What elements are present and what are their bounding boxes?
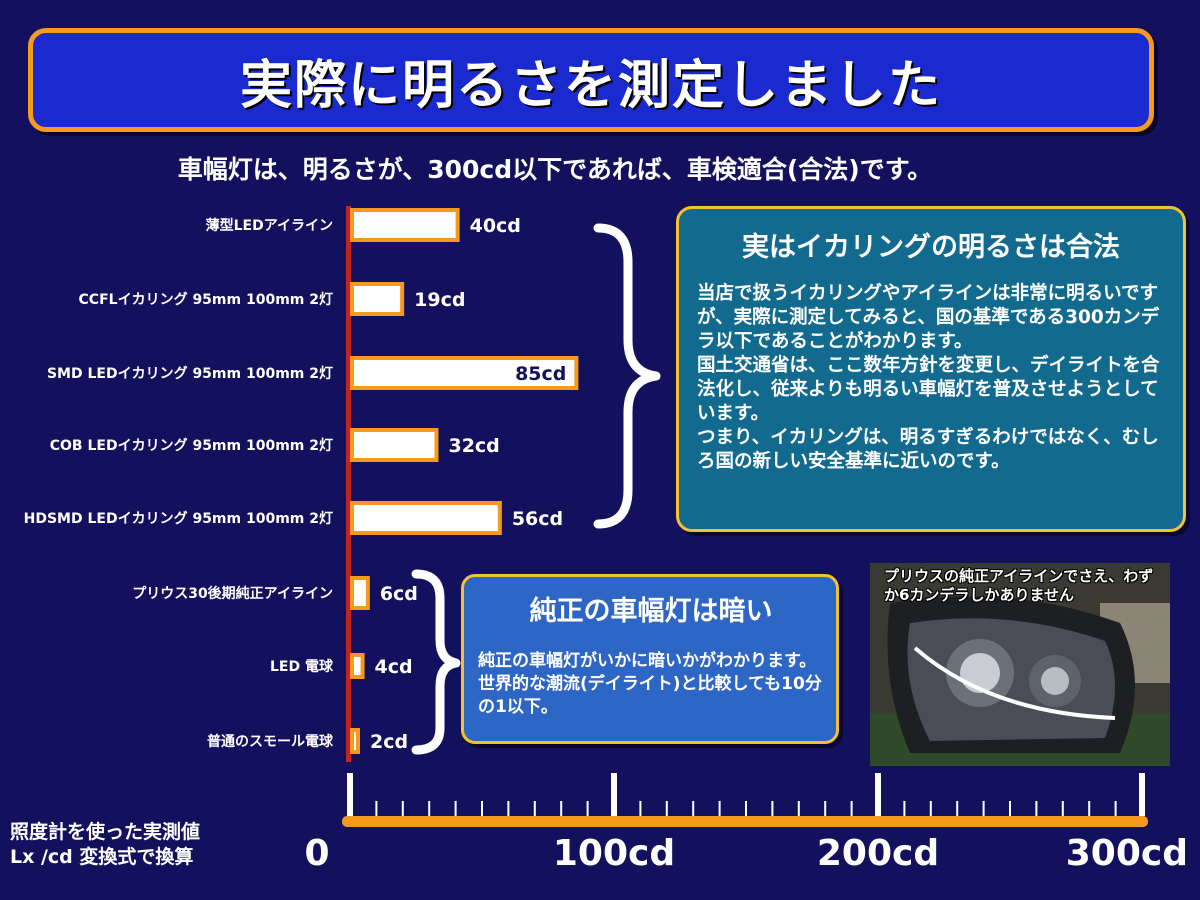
bar — [350, 208, 460, 242]
stock-light-title: 純正の車幅灯は暗い — [529, 596, 773, 627]
value-label: 40cd — [470, 215, 521, 237]
stock-light-box: 純正の車幅灯は暗い 純正の車幅灯がいかに暗いかがわかります。世界的な潮流(デイラ… — [461, 574, 839, 744]
bar — [350, 576, 370, 610]
stock-light-body: 純正の車幅灯がいかに暗いかがわかります。世界的な潮流(デイライト)と比較しても1… — [478, 651, 822, 717]
value-label: 4cd — [375, 656, 413, 678]
category-label: プリウス30後期純正アイライン — [132, 585, 333, 602]
tick-label: 200cd — [817, 833, 939, 874]
bar — [350, 501, 502, 535]
page-title: 実際に明るさを測定しました — [239, 55, 942, 116]
axis-line — [342, 816, 1148, 827]
legal-info-body: 当店で扱うイカリングやアイラインは非常に明るいですが、実際に測定してみると、国の… — [697, 282, 1165, 474]
category-label: CCFLイカリング 95mm 100mm 2灯 — [79, 291, 333, 308]
measurement-note-line1: 照度計を使った実測値 — [10, 821, 201, 843]
legal-info-title: 実はイカリングの明るさは合法 — [742, 232, 1120, 263]
category-label: LED 電球 — [270, 658, 334, 675]
measurement-note-line2: Lx /cd 変換式で換算 — [10, 846, 194, 868]
x-axis: 0 100cd 200cd 300cd — [304, 773, 1188, 874]
brace-right-bottom — [411, 569, 461, 755]
value-label: 56cd — [512, 508, 563, 530]
brace-right-top — [593, 223, 661, 529]
category-label: HDSMD LEDイカリング 95mm 100mm 2灯 — [24, 510, 333, 527]
tick-label: 100cd — [553, 833, 675, 874]
category-label: COB LEDイカリング 95mm 100mm 2灯 — [50, 437, 333, 454]
value-label: 85cd — [515, 363, 566, 385]
value-label: 6cd — [380, 583, 418, 605]
value-label: 19cd — [414, 289, 465, 311]
category-label: 普通のスモール電球 — [207, 733, 334, 750]
tick-label: 300cd — [1066, 833, 1188, 874]
bar — [350, 728, 360, 754]
bar — [350, 428, 439, 462]
chart-baseline — [346, 206, 351, 762]
legal-info-box: 実はイカリングの明るさは合法 当店で扱うイカリングやアイラインは非常に明るいです… — [676, 206, 1186, 532]
measurement-note: 照度計を使った実測値 Lx /cd 変換式で換算 — [10, 820, 200, 870]
headlight-image — [870, 563, 1170, 766]
bar — [350, 356, 579, 390]
prius-headlight-photo: プリウスの純正アイラインでさえ、わずか6カンデラしかありません — [870, 563, 1170, 766]
tick-label: 0 — [304, 833, 329, 874]
value-label: 2cd — [370, 731, 408, 753]
value-label: 32cd — [448, 435, 499, 457]
subtitle: 車幅灯は、明るさが、300cd以下であれば、車検適合(合法)です。 — [177, 155, 933, 184]
photo-caption: プリウスの純正アイラインでさえ、わずか6カンデラしかありません — [884, 567, 1154, 604]
bar — [350, 282, 405, 316]
category-label: 薄型LEDアイライン — [206, 217, 333, 234]
bar — [350, 653, 365, 679]
category-label: SMD LEDイカリング 95mm 100mm 2灯 — [47, 365, 333, 382]
legal-info-body-text: 当店で扱うイカリングやアイラインは非常に明るいですが、実際に測定してみると、国の… — [697, 283, 1160, 472]
title-banner: 実際に明るさを測定しました — [28, 28, 1154, 132]
